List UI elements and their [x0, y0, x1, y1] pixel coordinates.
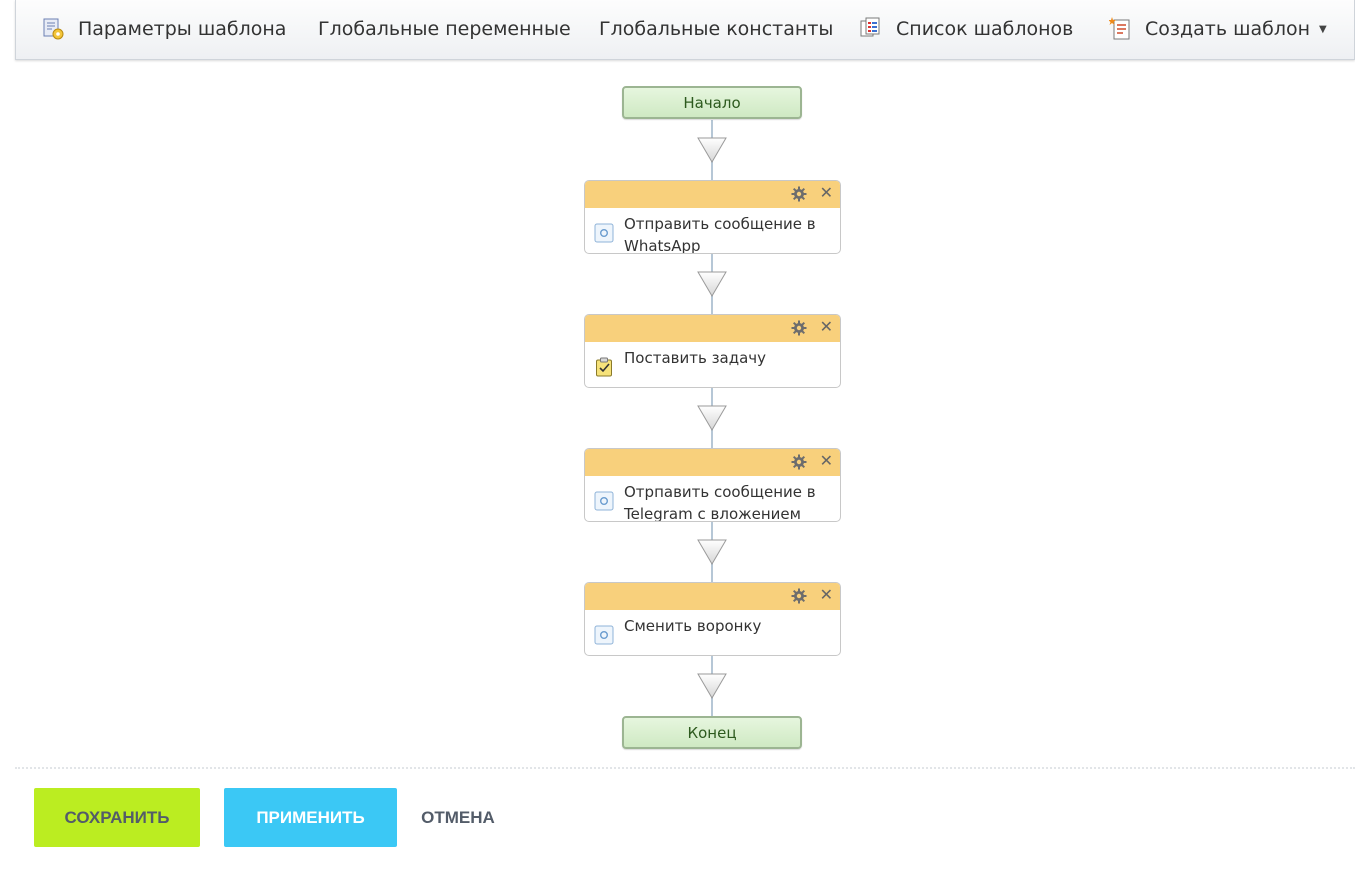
close-icon[interactable]: ✕	[819, 451, 833, 470]
insert-arrow-icon[interactable]	[697, 137, 727, 163]
activity-block[interactable]: ✕ Отрпавить сообщение в Telegram с вложе…	[584, 448, 841, 522]
close-icon[interactable]: ✕	[819, 183, 833, 202]
chevron-down-icon: ▼	[1319, 23, 1327, 35]
activity-title: Поставить задачу	[624, 349, 767, 367]
create-template-label: Создать шаблон	[1145, 18, 1311, 40]
activity-block[interactable]: ✕ Отправить сообщение в WhatsApp	[584, 180, 841, 254]
gear-icon[interactable]	[791, 320, 807, 336]
activity-icon	[594, 223, 614, 243]
insert-arrow-icon[interactable]	[697, 271, 727, 297]
global-variables-label: Глобальные переменные	[318, 18, 571, 40]
activity-block[interactable]: ✕ Поставить задачу	[584, 314, 841, 388]
activity-icon	[594, 491, 614, 511]
task-clipboard-icon	[596, 357, 612, 377]
template-list-label: Список шаблонов	[896, 18, 1074, 40]
divider	[15, 767, 1355, 769]
close-icon[interactable]: ✕	[819, 317, 833, 336]
gear-icon[interactable]	[791, 588, 807, 604]
insert-arrow-icon[interactable]	[697, 673, 727, 699]
template-settings-icon	[42, 16, 66, 42]
activity-title: Отрпавить сообщение в Telegram с вложени…	[624, 483, 816, 522]
flow-start-node: Начало	[622, 86, 802, 119]
flow-end-label: Конец	[687, 723, 737, 742]
global-constants-label: Глобальные константы	[599, 18, 834, 40]
activity-block-header: ✕	[585, 449, 840, 476]
toolbar: Параметры шаблона Глобальные переменные …	[15, 0, 1355, 60]
template-list-menu[interactable]: Список шаблонов	[860, 0, 1073, 58]
gear-icon[interactable]	[791, 186, 807, 202]
apply-button[interactable]: ПРИМЕНИТЬ	[224, 788, 397, 847]
create-template-icon	[1108, 16, 1133, 42]
activity-block-header: ✕	[585, 315, 840, 342]
template-list-icon	[860, 16, 884, 42]
close-icon[interactable]: ✕	[819, 585, 833, 604]
save-button[interactable]: СОХРАНИТЬ	[34, 788, 200, 847]
activity-title: Отправить сообщение в WhatsApp	[624, 215, 816, 254]
activity-icon	[594, 625, 614, 645]
cancel-button[interactable]: ОТМЕНА	[408, 788, 508, 847]
activity-block-header: ✕	[585, 181, 840, 208]
activity-block[interactable]: ✕ Сменить воронку	[584, 582, 841, 656]
activity-title: Сменить воронку	[624, 617, 762, 635]
insert-arrow-icon[interactable]	[697, 539, 727, 565]
global-constants-menu[interactable]: Глобальные константы	[599, 0, 833, 58]
gear-icon[interactable]	[791, 454, 807, 470]
global-variables-menu[interactable]: Глобальные переменные	[318, 0, 571, 58]
template-settings-menu[interactable]: Параметры шаблона	[42, 0, 286, 58]
insert-arrow-icon[interactable]	[697, 405, 727, 431]
flow-start-label: Начало	[683, 93, 741, 112]
flow-end-node: Конец	[622, 716, 802, 749]
create-template-menu[interactable]: Создать шаблон ▼	[1108, 0, 1327, 58]
template-settings-label: Параметры шаблона	[78, 18, 287, 40]
activity-block-header: ✕	[585, 583, 840, 610]
